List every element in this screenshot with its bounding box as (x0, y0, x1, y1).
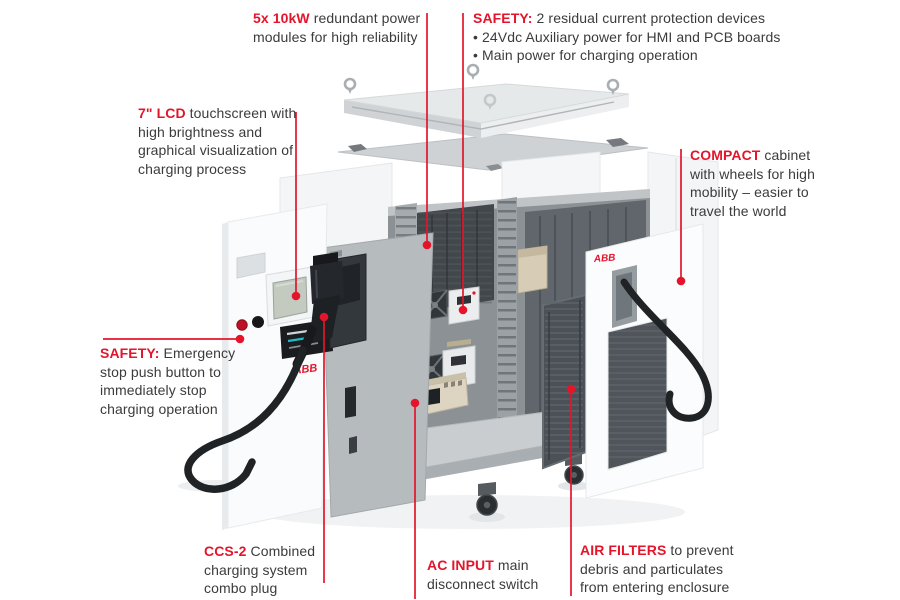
callout-compact: COMPACT cabinet with wheels for high mob… (690, 146, 832, 220)
lid-right-face (481, 94, 629, 138)
callout-text: 2 residual current protection devices (532, 10, 766, 26)
callout-highlight: 7" LCD (138, 105, 186, 121)
air-filter-panel (604, 314, 670, 470)
capacitor-block (517, 245, 548, 294)
air-filter-panel (542, 293, 587, 470)
callout-text: Combined charging system combo plug (204, 543, 316, 597)
callout-text: Emergency stop push button to immediatel… (100, 345, 236, 417)
lifting-eye-icon (606, 78, 620, 95)
lcd-screen (272, 276, 308, 320)
dot-estop (235, 334, 245, 344)
callout-lcd: 7" LCD touchscreen with high brightness … (138, 104, 298, 178)
lifting-eye-icon (343, 77, 357, 94)
charging-cable-front (184, 346, 307, 493)
capacitor-top (518, 246, 547, 258)
ac-disconnect-switch (424, 372, 469, 415)
corner-bracket-mid (486, 164, 503, 171)
callout-highlight: 5x 10kW (253, 10, 310, 26)
callout-highlight: SAFETY: (473, 10, 533, 26)
lcd-touchscreen (265, 266, 315, 327)
dot-ac-input (410, 398, 420, 408)
charging-cable-right (620, 278, 712, 422)
caster-wheel (476, 482, 498, 516)
callout-text: cabinet with wheels for high mobility – … (690, 147, 815, 219)
door-vent-slot (236, 252, 266, 279)
callout-ac-input: AC INPUT main disconnect switch (427, 556, 559, 593)
callout-text: redundant power modules for high reliabi… (253, 10, 421, 45)
callout-safety-estop: SAFETY: Emergency stop push button to im… (100, 344, 248, 418)
black-button (252, 316, 264, 328)
plug-head (310, 261, 344, 304)
leader-lines (103, 13, 686, 599)
lid-front-face (344, 100, 481, 138)
front-door-left-face (222, 222, 228, 530)
corner-bracket-right (606, 138, 629, 147)
callout-highlight: CCS-2 (204, 543, 247, 559)
lifting-eye-icon (483, 93, 497, 110)
callout-text: touchscreen with high brightness and gra… (138, 105, 297, 177)
dot-ccs2 (319, 312, 329, 322)
callout-ccs2: CCS-2 Combined charging system combo plu… (204, 542, 328, 598)
callout-text: to prevent debris and particulates from … (580, 542, 734, 596)
callout-text: main disconnect switch (427, 557, 539, 592)
dot-lcd (291, 291, 301, 301)
top-lid (337, 63, 649, 171)
lid-lip-line (351, 101, 615, 130)
callout-bullet: • 24Vdc Auxiliary power for HMI and PCB … (473, 28, 781, 45)
dot-power-modules (422, 240, 432, 250)
dot-rcd (458, 305, 468, 315)
rcd-breaker (448, 286, 480, 325)
callout-highlight: AC INPUT (427, 557, 494, 573)
callout-highlight: SAFETY: (100, 345, 160, 361)
lid-underplate (337, 133, 649, 171)
lcd-glare (275, 280, 304, 287)
abb-logo: ABB (592, 253, 615, 266)
plug-highlight (315, 269, 318, 299)
callout-highlight: COMPACT (690, 147, 761, 163)
door-latch (349, 436, 357, 454)
dot-air-filters (566, 384, 576, 394)
door-handle (345, 386, 356, 418)
callout-air-filters: AIR FILTERS to prevent debris and partic… (580, 541, 742, 597)
callout-power-modules: 5x 10kW redundant power modules for high… (253, 9, 429, 46)
callout-highlight: AIR FILTERS (580, 542, 667, 558)
callout-safety-rcd: SAFETY: 2 residual current protection de… (473, 9, 803, 65)
dot-compact (676, 276, 686, 286)
lifting-eye-icon (466, 63, 480, 80)
callout-line: SAFETY: 2 residual current protection de… (473, 9, 803, 28)
corner-bracket-left (348, 144, 367, 152)
emergency-stop-button (236, 319, 248, 331)
callout-bullet: • Main power for charging operation (473, 47, 698, 64)
